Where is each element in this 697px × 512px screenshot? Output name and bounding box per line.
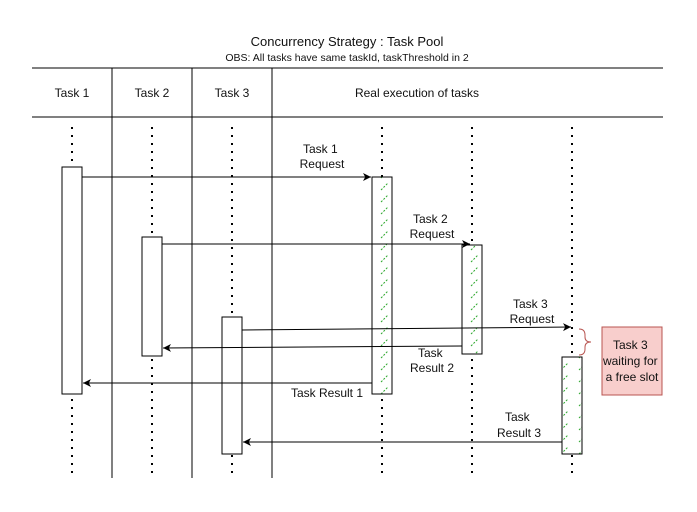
column-separators <box>111 68 273 478</box>
diagram-title: Concurrency Strategy : Task Pool <box>251 34 444 49</box>
arrow-task-result-2 <box>162 343 463 352</box>
execution-slot-2 <box>461 244 483 355</box>
waiting-note <box>601 326 663 396</box>
label-task-result-3: Task Result 3 <box>497 410 541 440</box>
column-header-real-execution: Real execution of tasks <box>355 86 479 100</box>
waiting-brace <box>578 328 592 356</box>
execution-slot-1 <box>371 176 393 395</box>
column-header-task-2: Task 2 <box>135 86 170 100</box>
label-task-2-request: Task 2 Request <box>410 212 455 241</box>
arrow-task-3-request <box>241 323 572 332</box>
label-task-result-1: Task Result 1 <box>291 386 363 400</box>
header-band <box>32 67 663 118</box>
execution-slot-3 <box>561 356 583 455</box>
activation-task-1 <box>61 166 83 395</box>
diagram-subtitle: OBS: All tasks have same taskId, taskThr… <box>225 52 469 64</box>
column-header-task-3: Task 3 <box>215 86 250 100</box>
activation-task-2 <box>141 236 163 357</box>
label-task-result-2: Task Result 2 <box>410 346 454 375</box>
message-arrows <box>82 173 572 446</box>
waiting-note-text: Task 3 waiting for a free slot <box>602 338 661 384</box>
column-header-task-1: Task 1 <box>55 86 90 100</box>
label-task-3-request: Task 3 Request <box>510 297 555 326</box>
activation-task-3 <box>221 316 243 455</box>
label-task-1-request: Task 1 Request <box>300 142 345 171</box>
